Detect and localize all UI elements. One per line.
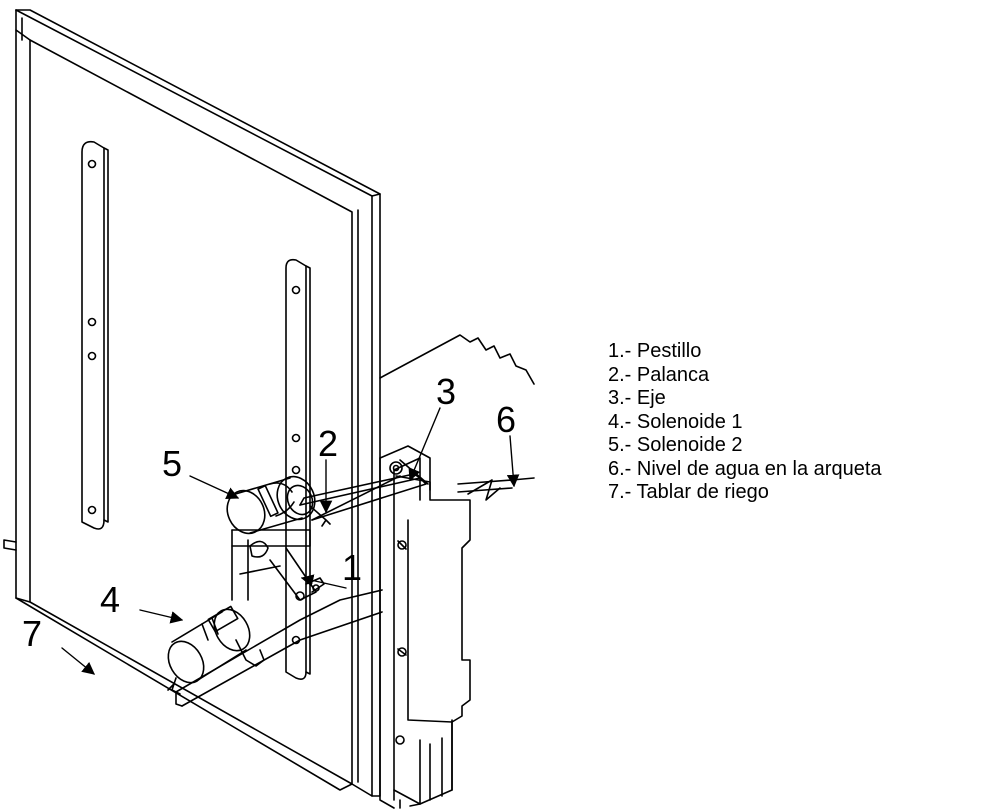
legend-item-4: 4.- Solenoide 1 [608, 410, 743, 433]
callout-1: 1 [342, 547, 362, 588]
legend-item-6: 6.- Nivel de agua en la arqueta [608, 457, 882, 480]
callout-7: 7 [22, 613, 42, 654]
legend-item-7: 7.- Tablar de riego [608, 481, 769, 503]
legend-item-3: 3.- Eje [608, 387, 666, 409]
mounting-bracket [379, 445, 471, 809]
callout-6: 6 [496, 399, 516, 440]
legend-item-1: 1.- Pestillo [608, 340, 702, 362]
legend-item-5: 5.- Solenoide 2 [608, 434, 743, 456]
solenoid-2 [226, 475, 331, 535]
legend: 1.- Pestillo 2.- Palanca 3.- Eje 4.- Sol… [608, 340, 882, 505]
callout-3: 3 [436, 371, 456, 412]
callout-5: 5 [162, 443, 182, 484]
callout-arrows [61, 407, 520, 675]
solenoid-1 [167, 605, 265, 695]
slotted-bar-right [285, 258, 311, 680]
callout-4: 4 [100, 579, 120, 620]
legend-item-2: 2.- Palanca [608, 363, 710, 386]
slotted-bar-left [81, 140, 109, 530]
gate-board [3, 9, 381, 797]
callout-2: 2 [318, 423, 338, 464]
lower-arm [175, 589, 383, 707]
